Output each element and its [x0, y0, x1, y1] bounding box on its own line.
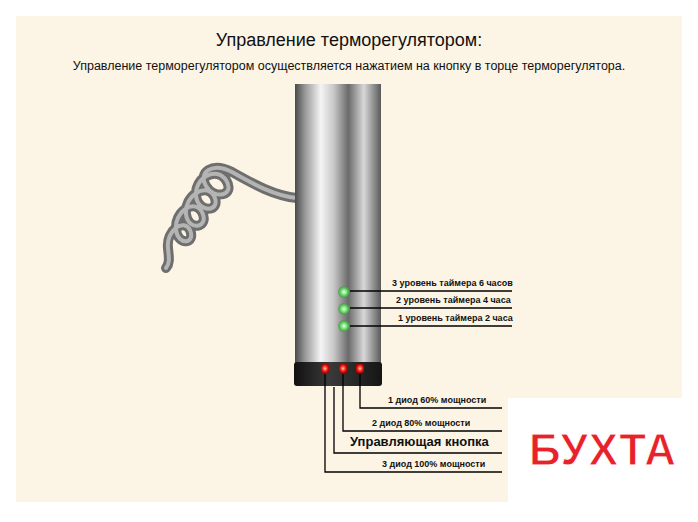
led-label: 1 диод 60% мощности	[388, 395, 486, 405]
logo-ground	[508, 398, 698, 502]
leader-lines	[325, 291, 512, 472]
timer-label: 2 уровень таймера 4 часа	[396, 295, 511, 305]
timer-led	[338, 320, 350, 332]
watermark-logo: БУХТА	[529, 425, 677, 476]
led-label: 3 диод 100% мощности	[382, 459, 485, 469]
power-led	[339, 364, 347, 373]
timer-label: 3 уровень таймера 6 часов	[392, 278, 513, 288]
led-label: 2 диод 80% мощности	[372, 418, 470, 428]
timer-led	[338, 303, 350, 315]
power-led	[356, 364, 364, 373]
timer-led	[338, 286, 350, 298]
power-cable	[166, 168, 297, 268]
background-panel	[16, 16, 682, 502]
heater-tube	[295, 84, 381, 366]
end-cap	[294, 362, 382, 386]
button-label: Управляющая кнопка	[350, 435, 489, 450]
power-led	[321, 364, 329, 373]
diagram-title: Управление терморегулятором:	[216, 30, 482, 51]
timer-label: 1 уровень таймера 2 часа	[398, 313, 513, 323]
instruction-note: Управление терморегулятором осуществляет…	[73, 59, 625, 73]
